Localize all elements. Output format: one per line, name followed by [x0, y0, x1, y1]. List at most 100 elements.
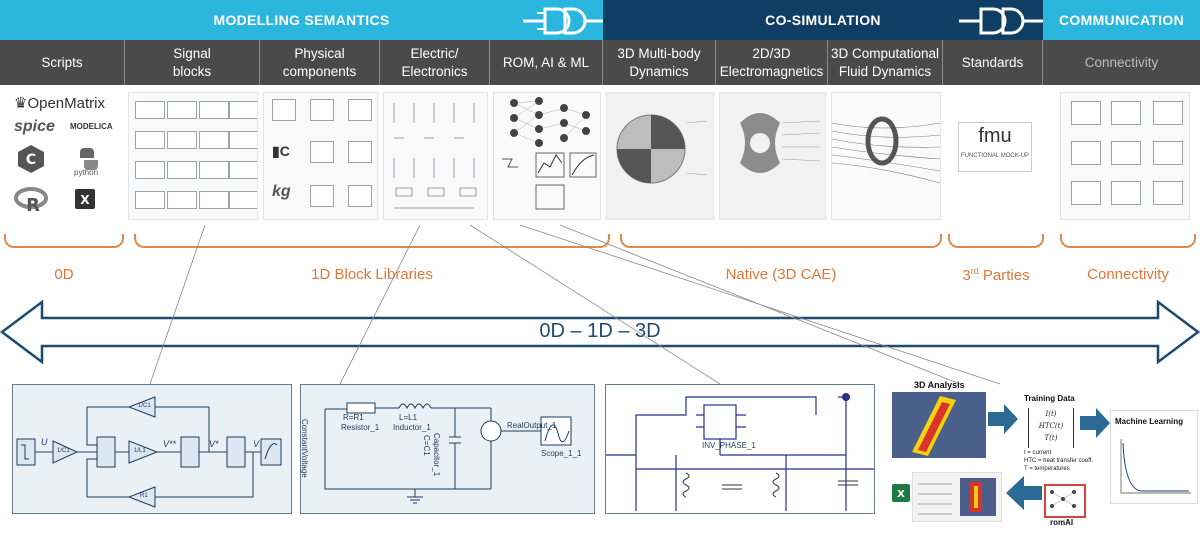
- electromagnetics-thumbnail: [719, 92, 826, 220]
- electric-thumbnail: [383, 92, 488, 220]
- header-line: Electromagnetics: [719, 63, 824, 79]
- brace-connectivity: [1060, 234, 1196, 248]
- python-text: python: [74, 168, 99, 177]
- column-header-physical-components: Physical components: [260, 40, 380, 85]
- double-arrow-icon: [0, 299, 1200, 365]
- svg-text:C: C: [26, 152, 36, 168]
- inductor-name: Inductor_1: [393, 423, 431, 432]
- openmatrix-text: OpenMatrix: [27, 95, 105, 112]
- right-arrow-icon: [988, 404, 1018, 434]
- rom-ai-thumbnail: [493, 92, 601, 220]
- svg-text:X: X: [897, 489, 905, 500]
- fluids-icon: kg: [272, 183, 291, 200]
- romai-label: romAI: [1050, 518, 1074, 527]
- label-vs: V*: [209, 439, 219, 449]
- legend-temperature: T = temperatures: [1024, 466, 1070, 472]
- column-header-row: [0, 40, 1200, 85]
- legend-current: I = current: [1024, 450, 1052, 456]
- thermal-analysis-image: [892, 392, 986, 458]
- category-native: Native (3D CAE): [725, 266, 837, 283]
- connectivity-thumbnail: [1060, 92, 1190, 220]
- header-line: Electronics: [401, 63, 468, 79]
- co-simulation-title: CO-SIMULATION: [765, 12, 881, 28]
- plug-connector-icon: [523, 7, 603, 35]
- spice-logo: spice: [14, 118, 55, 135]
- inverter-circuit-panel: INV_PHASE_1: [605, 384, 875, 514]
- header-line: Scripts: [41, 54, 83, 70]
- label-v: V: [253, 439, 260, 449]
- svg-text:X: X: [80, 193, 90, 207]
- neural-network-icon: [1050, 490, 1076, 508]
- gain-1l1: 1/L1: [134, 448, 146, 454]
- connector-lines: [149, 224, 1001, 385]
- capacitor-name: Capacitor_1: [432, 433, 441, 477]
- header-line: Connectivity: [1084, 54, 1159, 70]
- fmu-logo: fmu FUNCTIONAL MOCK-UP: [958, 122, 1032, 172]
- brace-third-parties: [948, 234, 1044, 248]
- romai-network-box: [1044, 484, 1086, 518]
- training-data-matrix: I(t)HTC(t)T(t): [1028, 408, 1074, 448]
- plug-connector-icon-2: [959, 7, 1043, 35]
- brace-0d: [4, 234, 124, 248]
- openmatrix-logo: ♛OpenMatrix: [14, 95, 105, 112]
- column-header-connectivity: Connectivity: [1043, 40, 1200, 85]
- magnets-icon: ▮C: [272, 143, 290, 159]
- electric-circuit-panel: R=R1 Resistor_1 L=L1 Inductor_1 C=C1 Cap…: [300, 384, 595, 514]
- arrow-label: 0D – 1D – 3D: [539, 320, 661, 342]
- header-line: components: [282, 63, 357, 79]
- physical-components-thumbnail: ▮C kg: [263, 92, 378, 220]
- column-header-electric: Electric/Electronics: [380, 40, 490, 85]
- third-prefix: 3: [962, 267, 971, 284]
- r-language-icon: R: [14, 187, 48, 214]
- header-line: Physical: [294, 45, 345, 61]
- scripts-logos: ♛OpenMatrix spice MODELICA C python R X: [8, 92, 120, 220]
- category-connectivity: Connectivity: [1087, 266, 1169, 283]
- header-line: ROM, AI & ML: [502, 54, 590, 70]
- resistor-value: R=R1: [343, 413, 364, 422]
- header-line: Signal: [173, 45, 211, 61]
- ml-chart-box: Machine Learning: [1110, 410, 1198, 504]
- column-header-electromagnetics: 2D/3D Electromagnetics: [716, 40, 828, 85]
- right-arrow-icon-2: [1080, 408, 1110, 438]
- scope-label: Scope_1_1: [541, 449, 582, 458]
- header-line: Fluid Dynamics: [838, 63, 932, 79]
- constant-voltage-label: ConstantVoltage: [300, 419, 309, 478]
- svg-text:R: R: [26, 195, 40, 214]
- real-output-label: RealOutput_1: [507, 421, 557, 430]
- header-line: 2D/3D: [752, 45, 791, 61]
- capacitor-value: C=C1: [422, 435, 431, 456]
- brace-native: [620, 234, 942, 248]
- multibody-thumbnail: [606, 92, 714, 220]
- ml-title: Machine Learning: [1115, 417, 1184, 426]
- c-language-icon: C: [18, 145, 44, 173]
- signal-block-diagram-panel: U 1/C1 1/C1 1/L1 R1 V** V* V: [12, 384, 292, 514]
- column-header-signal-blocks: Signal blocks: [125, 40, 260, 85]
- fmu-title: fmu: [978, 125, 1012, 147]
- inductor-value: L=L1: [399, 413, 418, 422]
- third-sup: rd: [970, 266, 979, 276]
- romai-workflow-panel: 3D Analysis Training Data I(t)HTC(t)T(t)…: [888, 380, 1198, 537]
- ml-loss-curve: [1120, 439, 1191, 494]
- training-data-title: Training Data: [1024, 394, 1075, 403]
- modelling-semantics-banner: MODELLING SEMANTICS: [0, 0, 603, 40]
- header-line: Standards: [961, 54, 1024, 70]
- header-line: 3D Multi-body: [617, 45, 701, 61]
- analysis-title: 3D Analysis: [914, 380, 965, 390]
- category-third-parties: 3rd Parties: [948, 266, 1044, 284]
- resistor-name: Resistor_1: [341, 423, 380, 432]
- header-line: blocks: [172, 63, 212, 79]
- excel-icon-small: X: [892, 484, 910, 502]
- python-icon: [80, 148, 98, 170]
- header-line: 3D Computational: [830, 45, 940, 61]
- gain-1c1-front: 1/C1: [57, 448, 70, 454]
- communication-banner: COMMUNICATION: [1043, 0, 1200, 40]
- header-line: Electric/: [410, 45, 459, 61]
- left-arrow-icon: [1006, 476, 1042, 510]
- inverter-label: INV_PHASE_1: [702, 441, 756, 450]
- column-header-standards: Standards: [943, 40, 1043, 85]
- signal-blocks-thumbnail: [128, 92, 258, 220]
- column-header-rom-ai-ml: ROM, AI & ML: [490, 40, 603, 85]
- column-header-scripts: Scripts: [0, 40, 125, 85]
- category-0d: 0D: [54, 266, 74, 283]
